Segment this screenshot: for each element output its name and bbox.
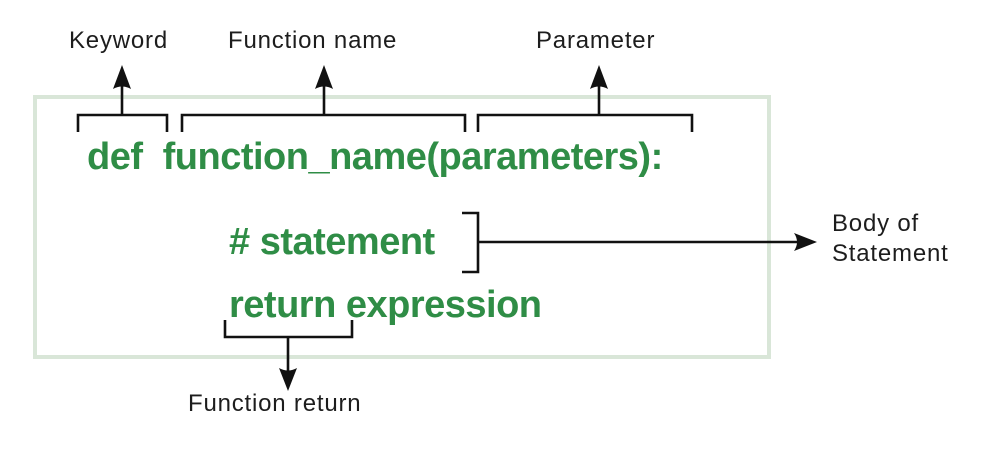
code-line-def: def function_name(parameters): [87,136,663,178]
code-line-return: return expression [229,284,542,326]
code-line-statement: # statement [229,221,435,263]
keyword-up-arrowhead-icon [113,65,131,89]
function-name-up-arrowhead-icon [315,65,333,89]
code-box [33,95,771,359]
function-return-label: Function return [188,390,362,417]
return-down-arrowhead-icon [279,368,297,391]
parameter-up-arrowhead-icon [590,65,608,89]
function-name-label: Function name [228,27,398,54]
parameter-label: Parameter [536,27,656,54]
keyword-label: Keyword [69,27,168,54]
body-of-statement-label: Body of Statement [832,210,949,267]
body-right-arrowhead-icon [794,233,817,251]
